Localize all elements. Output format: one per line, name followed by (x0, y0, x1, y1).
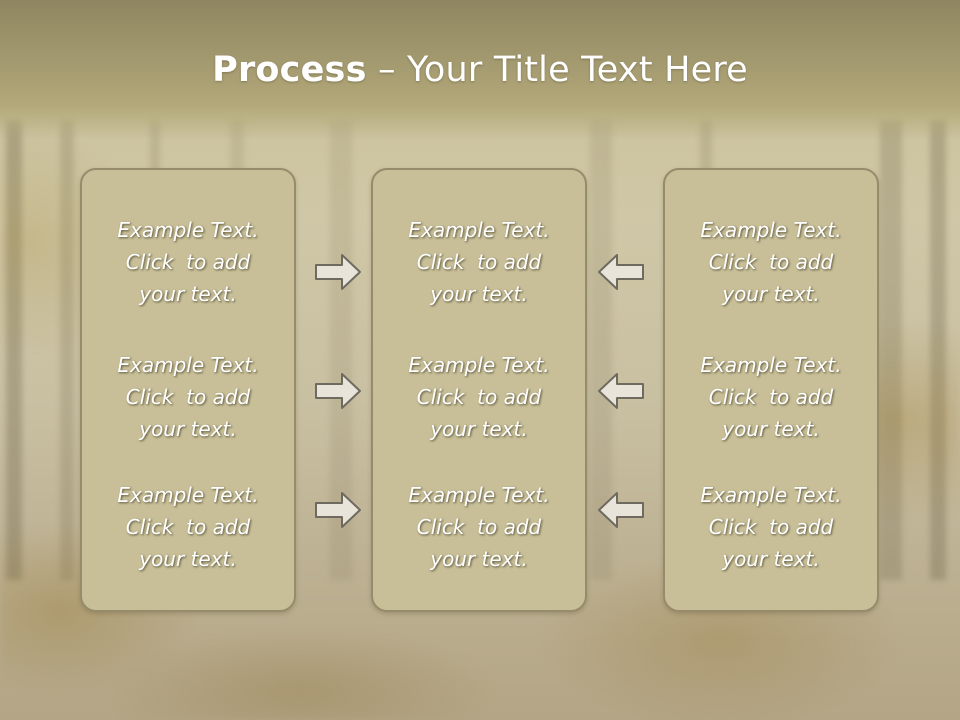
item-line: Example Text. (700, 353, 842, 377)
item-line: your text. (722, 547, 820, 571)
item-line: Example Text. (117, 218, 259, 242)
item-line: Click to add (708, 385, 834, 409)
left-item-3[interactable]: Example Text. Click to add your text. (82, 479, 294, 575)
item-line: your text. (722, 282, 820, 306)
arrow-left-icon (598, 492, 644, 528)
item-line: your text. (139, 417, 237, 441)
item-line: Example Text. (700, 483, 842, 507)
item-line: your text. (139, 282, 237, 306)
title-bold: Process (212, 50, 367, 90)
item-line: Click to add (708, 250, 834, 274)
title-bar (0, 0, 960, 140)
item-line: Click to add (708, 515, 834, 539)
item-line: your text. (430, 547, 528, 571)
middle-item-3[interactable]: Example Text. Click to add your text. (373, 479, 585, 575)
item-line: Example Text. (117, 353, 259, 377)
left-item-2[interactable]: Example Text. Click to add your text. (82, 349, 294, 445)
item-line: Example Text. (117, 483, 259, 507)
item-line: your text. (139, 547, 237, 571)
right-item-3[interactable]: Example Text. Click to add your text. (665, 479, 877, 575)
slide-title[interactable]: Process – Your Title Text Here (0, 50, 960, 90)
item-line: Example Text. (408, 353, 550, 377)
item-line: Click to add (416, 515, 542, 539)
middle-item-2[interactable]: Example Text. Click to add your text. (373, 349, 585, 445)
right-item-1[interactable]: Example Text. Click to add your text. (665, 214, 877, 310)
item-line: Example Text. (408, 483, 550, 507)
item-line: your text. (430, 282, 528, 306)
title-rest: – Your Title Text Here (366, 50, 748, 90)
right-panel: Example Text. Click to add your text. Ex… (663, 168, 879, 612)
item-line: Click to add (416, 250, 542, 274)
item-line: your text. (430, 417, 528, 441)
item-line: Click to add (125, 515, 251, 539)
arrow-right-icon (315, 373, 361, 409)
middle-panel: Example Text. Click to add your text. Ex… (371, 168, 587, 612)
right-item-2[interactable]: Example Text. Click to add your text. (665, 349, 877, 445)
arrow-left-icon (598, 254, 644, 290)
arrow-left-icon (598, 373, 644, 409)
item-line: Click to add (125, 250, 251, 274)
left-item-1[interactable]: Example Text. Click to add your text. (82, 214, 294, 310)
arrow-right-icon (315, 254, 361, 290)
item-line: Click to add (125, 385, 251, 409)
middle-item-1[interactable]: Example Text. Click to add your text. (373, 214, 585, 310)
item-line: your text. (722, 417, 820, 441)
arrow-right-icon (315, 492, 361, 528)
left-panel: Example Text. Click to add your text. Ex… (80, 168, 296, 612)
item-line: Click to add (416, 385, 542, 409)
item-line: Example Text. (700, 218, 842, 242)
item-line: Example Text. (408, 218, 550, 242)
